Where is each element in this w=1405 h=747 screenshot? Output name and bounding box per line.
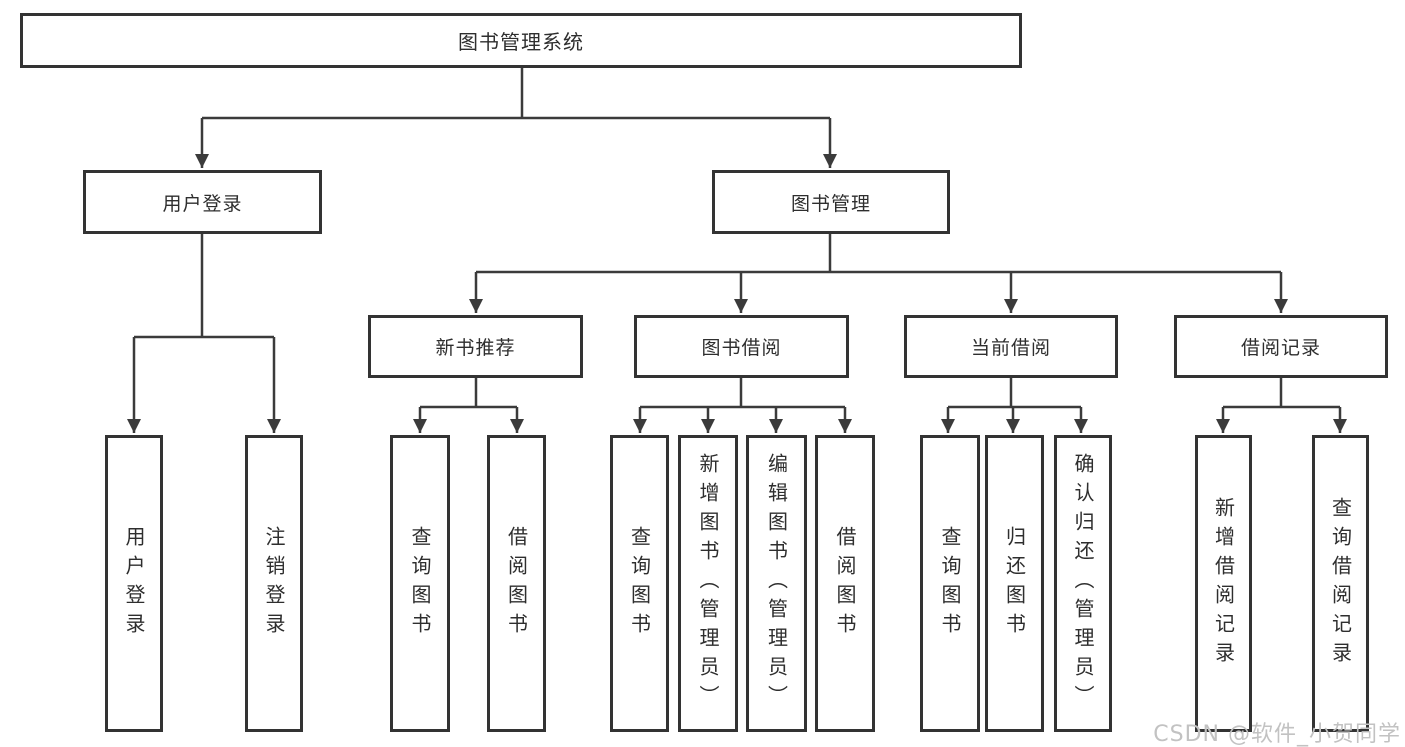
node-book-management-label: 图书管理 xyxy=(790,192,871,215)
leaf-return-books: 归还图书 xyxy=(985,435,1044,732)
node-current-borrowing: 当前借阅 xyxy=(904,315,1118,378)
leaf-add-books-admin-label: 新增图书（管理员） xyxy=(696,453,720,714)
leaf-borrow-books: 借阅图书 xyxy=(815,435,875,732)
leaf-query-books-current-label: 查询图书 xyxy=(938,525,962,642)
leaf-return-books-label: 归还图书 xyxy=(1002,525,1027,642)
leaf-confirm-return-admin-label: 确认归还（管理员） xyxy=(1071,453,1095,714)
node-borrowing-records: 借阅记录 xyxy=(1174,315,1388,378)
leaf-user-login-label: 用户登录 xyxy=(122,525,146,642)
leaf-edit-books-admin: 编辑图书（管理员） xyxy=(746,435,807,732)
node-user-login: 用户登录 xyxy=(83,170,322,234)
leaf-logout-label: 注销登录 xyxy=(262,525,286,642)
node-book-borrowing: 图书借阅 xyxy=(634,315,849,378)
node-new-book-recommend: 新书推荐 xyxy=(368,315,583,378)
leaf-user-login: 用户登录 xyxy=(105,435,163,732)
leaf-edit-books-admin-label: 编辑图书（管理员） xyxy=(764,453,789,714)
node-library-system: 图书管理系统 xyxy=(20,13,1022,68)
leaf-add-borrow-record-label: 新增借阅记录 xyxy=(1211,496,1236,671)
leaf-borrow-books-label: 借阅图书 xyxy=(833,525,857,642)
node-library-system-label: 图书管理系统 xyxy=(458,30,584,54)
node-borrowing-records-label: 借阅记录 xyxy=(1240,337,1321,359)
leaf-add-borrow-record: 新增借阅记录 xyxy=(1195,435,1252,732)
leaf-query-books-current: 查询图书 xyxy=(920,435,980,732)
node-user-login-label: 用户登录 xyxy=(162,192,243,215)
leaf-confirm-return-admin: 确认归还（管理员） xyxy=(1054,435,1112,732)
node-new-book-recommend-label: 新书推荐 xyxy=(435,337,516,359)
leaf-query-books-recommend-label: 查询图书 xyxy=(408,525,432,642)
node-book-borrowing-label: 图书借阅 xyxy=(701,337,782,359)
watermark: CSDN @软件_小贺同学 xyxy=(1153,722,1401,747)
leaf-add-books-admin: 新增图书（管理员） xyxy=(678,435,738,732)
node-current-borrowing-label: 当前借阅 xyxy=(970,337,1051,359)
leaf-borrow-books-recommend: 借阅图书 xyxy=(487,435,546,732)
leaf-query-books-recommend: 查询图书 xyxy=(390,435,450,732)
leaf-query-borrow-record: 查询借阅记录 xyxy=(1312,435,1369,732)
leaf-logout: 注销登录 xyxy=(245,435,303,732)
node-book-management: 图书管理 xyxy=(712,170,950,234)
leaf-query-borrow-record-label: 查询借阅记录 xyxy=(1328,496,1353,671)
leaf-query-books: 查询图书 xyxy=(610,435,669,732)
leaf-borrow-books-recommend-label: 借阅图书 xyxy=(504,525,529,642)
leaf-query-books-label: 查询图书 xyxy=(627,525,652,642)
